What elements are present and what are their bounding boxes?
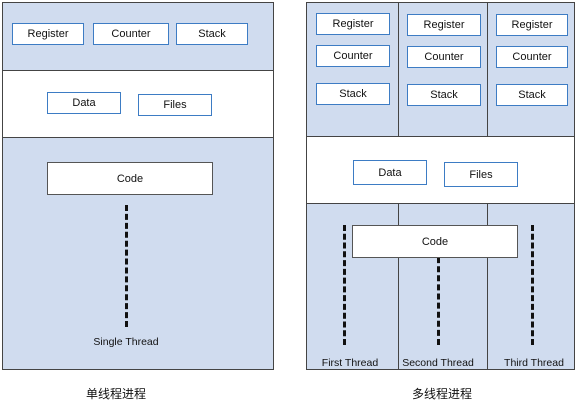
- multi-shared-region: [307, 137, 574, 204]
- divider: [307, 203, 574, 204]
- register-box: Register: [496, 14, 568, 36]
- code-box: Code: [47, 162, 213, 195]
- data-box: Data: [353, 160, 427, 185]
- column-divider: [398, 3, 399, 136]
- single-thread-line: [125, 205, 128, 327]
- single-thread-label: Single Thread: [93, 336, 159, 348]
- third-thread-label: Third Thread: [504, 357, 564, 369]
- divider: [3, 70, 273, 71]
- stack-box: Stack: [496, 84, 568, 106]
- column-divider: [487, 3, 488, 136]
- register-box: Register: [316, 13, 390, 35]
- divider: [307, 136, 574, 137]
- single-thread-process: Register Counter Stack Data Files Code S…: [2, 2, 274, 370]
- stack-box: Stack: [316, 83, 390, 105]
- counter-box: Counter: [316, 45, 390, 67]
- first-thread-label: First Thread: [321, 357, 379, 369]
- register-box: Register: [407, 14, 481, 36]
- stack-box: Stack: [176, 23, 248, 45]
- code-box: Code: [352, 225, 518, 258]
- third-thread-line: [531, 225, 534, 345]
- single-thread-caption: 单线程进程: [86, 387, 147, 401]
- multi-thread-caption: 多线程进程: [412, 387, 473, 401]
- second-thread-line: [437, 248, 440, 345]
- stack-box: Stack: [407, 84, 481, 106]
- counter-box: Counter: [93, 23, 169, 45]
- data-box: Data: [47, 92, 121, 114]
- multi-thread-process: Register Counter Stack Register Counter …: [306, 2, 575, 370]
- counter-box: Counter: [496, 46, 568, 68]
- files-box: Files: [138, 94, 212, 116]
- column-divider: [398, 204, 399, 369]
- divider: [3, 137, 273, 138]
- register-box: Register: [12, 23, 84, 45]
- files-box: Files: [444, 162, 518, 187]
- column-divider: [487, 204, 488, 369]
- second-thread-label: Second Thread: [402, 357, 474, 369]
- first-thread-line: [343, 225, 346, 345]
- counter-box: Counter: [407, 46, 481, 68]
